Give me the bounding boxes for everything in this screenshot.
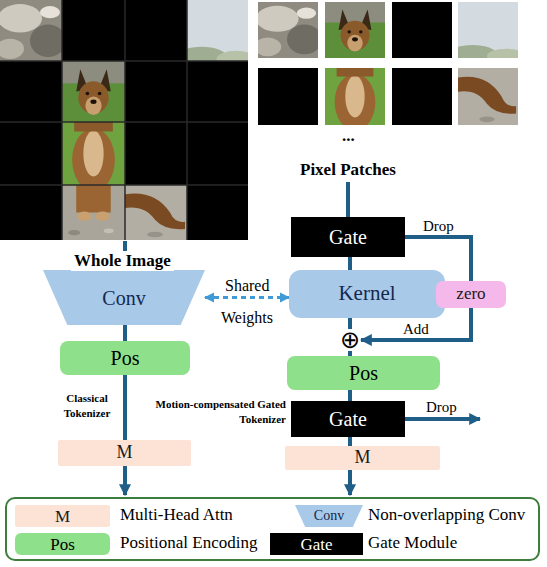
conv-block-text: Conv bbox=[102, 287, 145, 309]
legend-swatch: Gate bbox=[270, 533, 363, 555]
legend-swatch: M bbox=[15, 505, 110, 527]
image-patch bbox=[62, 185, 125, 240]
kernel-box: Kernel bbox=[289, 270, 445, 318]
illustration-part bbox=[0, 184, 248, 186]
patches-caption: Pixel Patches bbox=[300, 160, 396, 180]
pos-encoding-box-text: Pos bbox=[349, 362, 378, 384]
connector bbox=[348, 257, 352, 270]
legend-text: Positional Encoding bbox=[120, 531, 257, 555]
masked-patch bbox=[258, 68, 318, 125]
shared-weights-connector bbox=[205, 296, 289, 299]
illustration-part bbox=[0, 60, 248, 62]
edge-label: Add bbox=[401, 321, 431, 338]
legend-text: Non-overlapping Conv bbox=[368, 503, 525, 527]
flow-line bbox=[346, 182, 350, 217]
gate-box-text: Gate bbox=[329, 408, 367, 430]
gate-box: Gate bbox=[291, 401, 405, 437]
conv-block: Conv bbox=[43, 270, 205, 325]
add-symbol-text: ⊕ bbox=[340, 327, 360, 353]
image-patch bbox=[448, 2, 525, 64]
add-symbol: ⊕ bbox=[339, 329, 361, 351]
image-patch bbox=[125, 185, 187, 240]
image-patch bbox=[254, 2, 322, 58]
image-caption: Whole Image bbox=[71, 251, 174, 271]
drop-arrow bbox=[405, 417, 480, 421]
legend-swatch: Conv bbox=[295, 505, 363, 527]
output-arrow bbox=[123, 466, 127, 495]
attention-box-text: M bbox=[116, 443, 132, 463]
legend-swatch-text: Conv bbox=[314, 509, 344, 523]
image-patch bbox=[62, 122, 125, 191]
legend-swatch: Pos bbox=[15, 533, 110, 555]
illustration-part bbox=[0, 121, 248, 123]
connector bbox=[123, 325, 127, 341]
edge-label: Shared bbox=[223, 277, 271, 295]
pixel-patches bbox=[254, 2, 526, 131]
gate-box: Gate bbox=[291, 217, 405, 257]
illustration-part bbox=[124, 0, 126, 240]
image-patch bbox=[325, 2, 385, 58]
ellipsis: ... bbox=[342, 126, 355, 146]
pos-encoding-box: Pos bbox=[287, 356, 440, 390]
pos-encoding-box-text: Pos bbox=[111, 347, 140, 369]
connector bbox=[348, 437, 352, 446]
image-patch bbox=[177, 0, 256, 67]
whole-image bbox=[0, 0, 256, 240]
connector bbox=[348, 390, 352, 401]
illustration-part bbox=[186, 0, 188, 240]
image-patch bbox=[0, 0, 66, 61]
legend-swatch-text: Gate bbox=[300, 536, 332, 553]
image-patch bbox=[458, 68, 518, 125]
masked-patch bbox=[392, 2, 452, 58]
connector bbox=[123, 375, 127, 440]
tokenizer-label: Motion-compensated Gated Tokenizer bbox=[146, 397, 286, 427]
legend-swatch-text: M bbox=[55, 508, 70, 525]
legend-swatch-text: Pos bbox=[50, 536, 75, 553]
tokenizer-label: Classical Tokenizer bbox=[54, 391, 120, 421]
illustration-part bbox=[61, 0, 63, 240]
drop-label: Drop bbox=[426, 399, 457, 416]
zero-box: zero bbox=[436, 281, 506, 308]
image-patch bbox=[62, 61, 125, 122]
attention-box-text: M bbox=[354, 448, 370, 468]
trapezoid-fill bbox=[43, 270, 205, 325]
kernel-box-text: Kernel bbox=[338, 282, 395, 305]
shared-weights-label: Weights bbox=[221, 309, 273, 327]
attention-box: M bbox=[58, 440, 191, 466]
legend-text: Multi-Head Attn bbox=[120, 503, 233, 527]
legend-text: Gate Module bbox=[368, 531, 457, 555]
masked-patch bbox=[392, 68, 452, 125]
grid-lines bbox=[0, 0, 248, 240]
pos-encoding-box: Pos bbox=[60, 341, 190, 375]
output-arrow bbox=[348, 470, 352, 495]
zero-box-text: zero bbox=[456, 285, 485, 304]
gate-box-text: Gate bbox=[329, 226, 367, 248]
attention-box: M bbox=[285, 446, 440, 470]
image-patch bbox=[325, 68, 385, 131]
edge-label: Drop bbox=[421, 218, 456, 235]
